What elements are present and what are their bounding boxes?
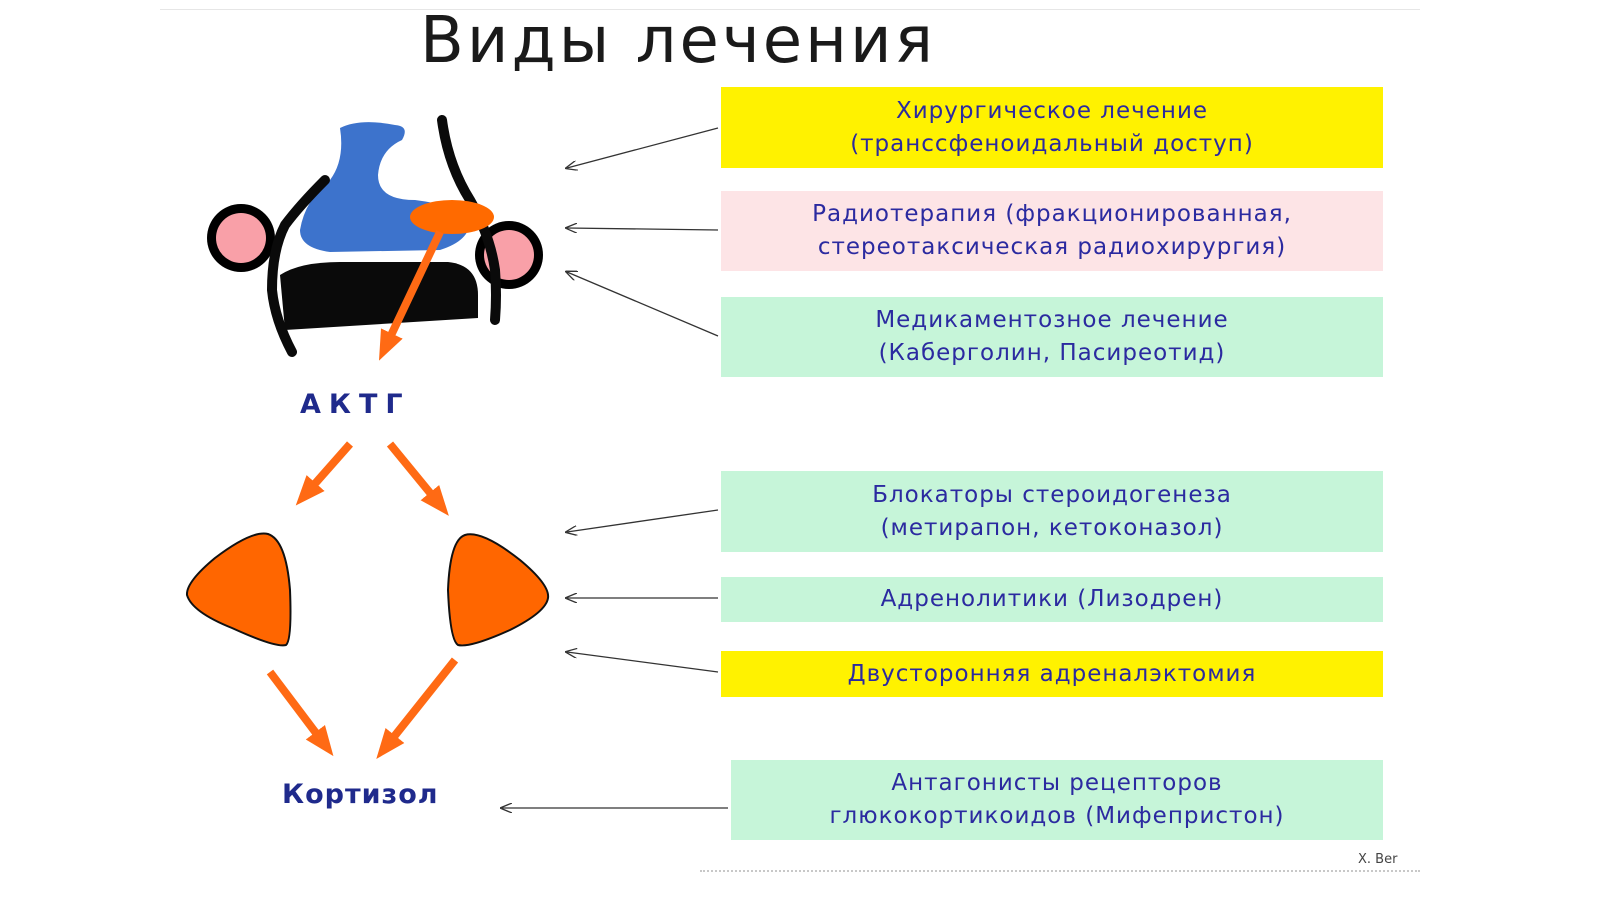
box-gc-antagonists: Антагонисты рецепторов глюкокортикоидов …: [731, 760, 1383, 840]
arrow-actg-right-adrenal: [386, 441, 449, 516]
adrenal-right: [446, 533, 550, 647]
box-medication: Медикаментозное лечение (Каберголин, Пас…: [721, 297, 1383, 377]
carotid-left-inner: [216, 213, 266, 263]
box-surgery: Хирургическое лечение (транссфеноидальны…: [721, 87, 1383, 168]
label-cortisol: Кортизол: [282, 779, 439, 810]
pituitary-diagram: [207, 115, 543, 361]
arrow-actg-left-adrenal: [295, 441, 353, 506]
box-adrenolytics: Адренолитики (Лизодрен): [721, 577, 1383, 622]
pointer-surgery: [567, 127, 719, 168]
slide-title: Виды лечения: [420, 4, 937, 78]
adrenal-left: [186, 532, 292, 647]
sphenoid-body: [280, 262, 478, 330]
box-steroid-blockers: Блокаторы стероидогенеза (метирапон, кет…: [721, 471, 1383, 552]
pointer-medication: [567, 272, 719, 337]
label-actg: АКТГ: [300, 389, 411, 420]
pointer-adrenalectomy: [567, 652, 719, 673]
top-divider: [160, 9, 1420, 10]
footnote-reference: [700, 870, 1420, 874]
pointer-steroid-blockers: [567, 509, 719, 532]
pointer-radiotherapy: [567, 228, 719, 230]
box-adrenalectomy: Двусторонняя адреналэктомия: [721, 651, 1383, 697]
arrow-left-adrenal-cortisol: [266, 669, 334, 757]
arrow-tumor-actg: [379, 230, 444, 361]
sella-wall-left: [266, 175, 330, 357]
pituitary-adenoma: [410, 200, 494, 234]
box-radiotherapy: Радиотерапия (фракционированная, стереот…: [721, 191, 1383, 271]
arrow-right-adrenal-cortisol: [376, 657, 459, 759]
author-credit: X. Ber: [1358, 852, 1398, 867]
